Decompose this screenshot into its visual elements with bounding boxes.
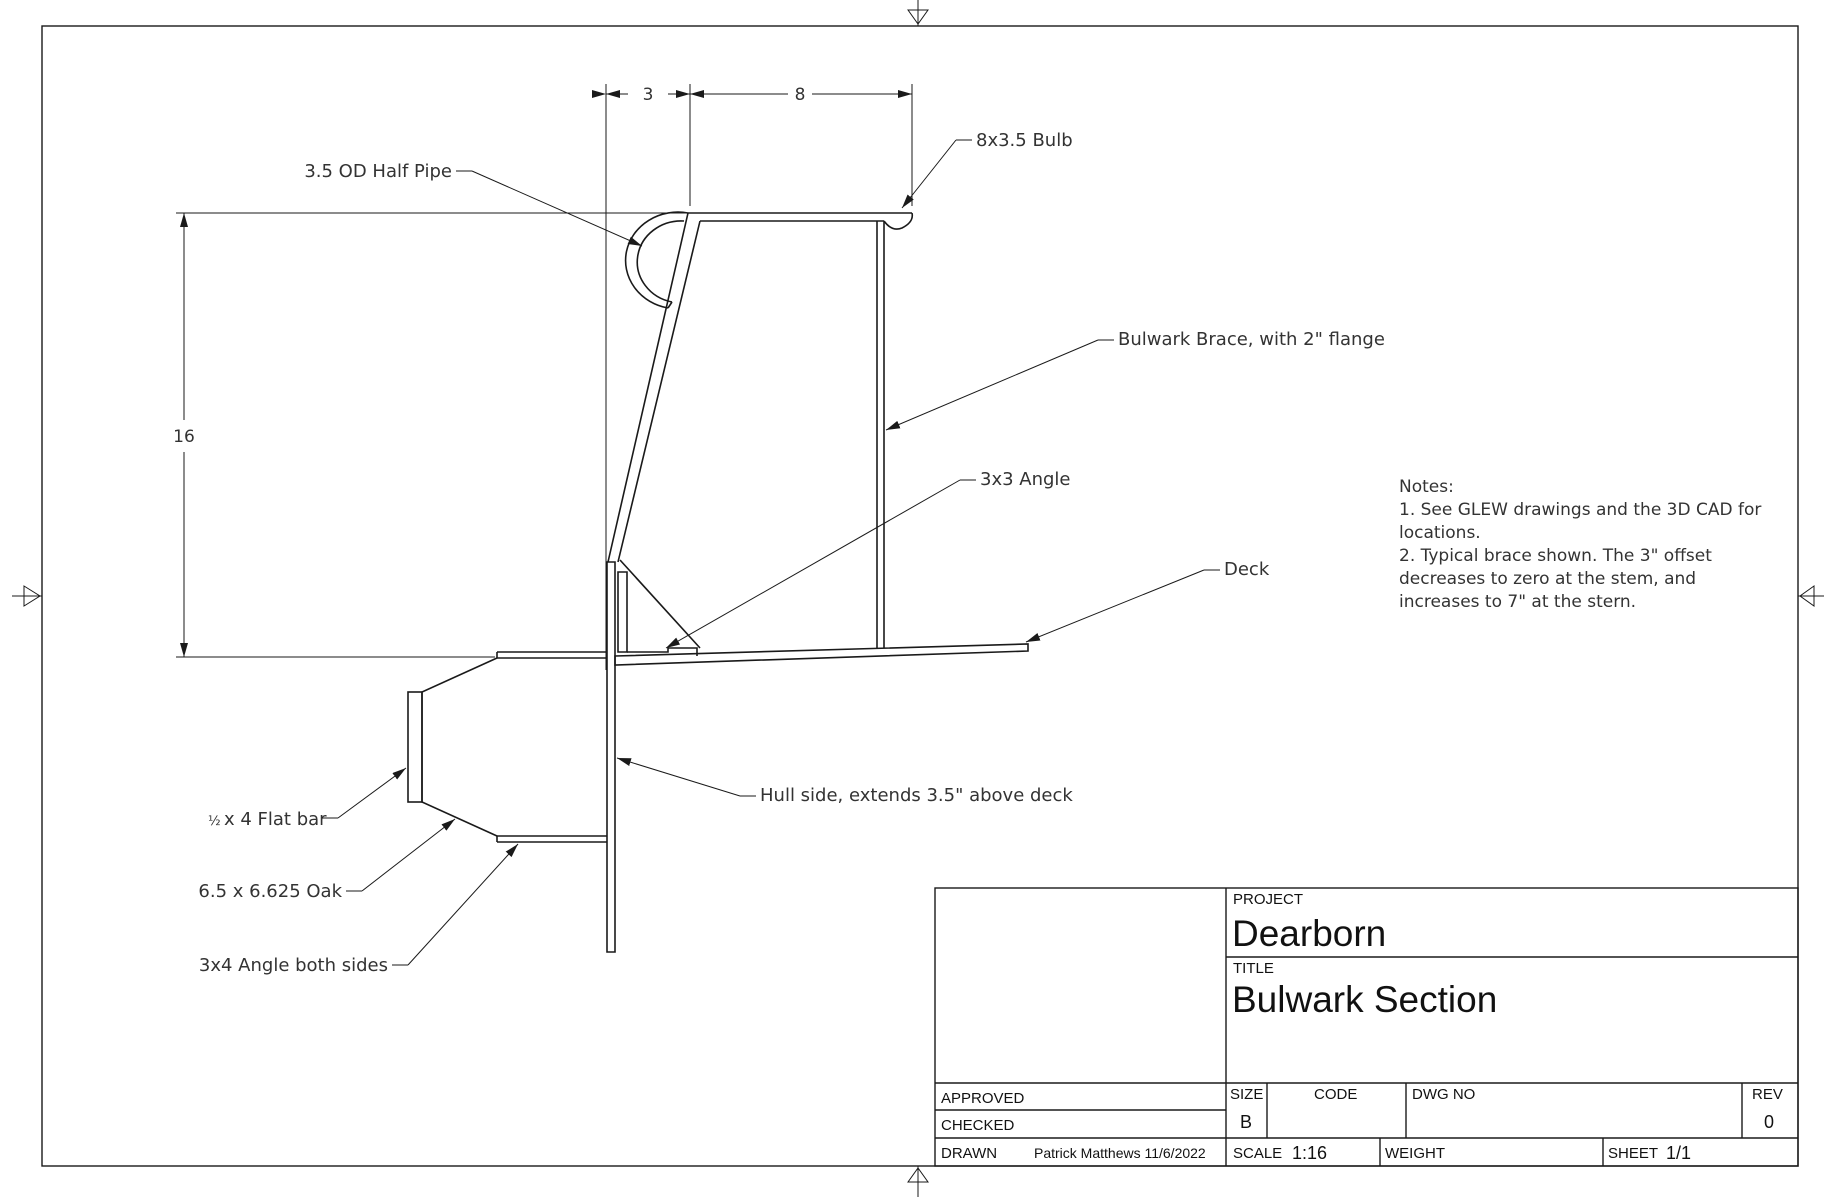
checked-label: CHECKED xyxy=(941,1117,1015,1134)
weight-label: WEIGHT xyxy=(1385,1145,1445,1162)
project-label: PROJECT xyxy=(1233,891,1303,908)
callout-brace: Bulwark Brace, with 2" flange xyxy=(1118,329,1385,350)
callout-angle-3x3: 3x3 Angle xyxy=(980,469,1071,490)
scale-value: 1:16 xyxy=(1292,1143,1327,1163)
callout-half-pipe: 3.5 OD Half Pipe xyxy=(304,161,452,182)
notes-line-4: decreases to zero at the stem, and xyxy=(1399,569,1696,589)
callout-oak: 6.5 x 6.625 Oak xyxy=(198,881,342,902)
callout-flat-bar: x 4 Flat bar xyxy=(224,809,327,830)
deck-plate xyxy=(614,643,1029,666)
angle-3x3-shape xyxy=(617,571,628,653)
notes-line-5: increases to 7" at the stern. xyxy=(1399,592,1636,612)
rev-value: 0 xyxy=(1764,1112,1774,1132)
title-block: PROJECT Dearborn TITLE Bulwark Section A… xyxy=(934,887,1799,1167)
scale-label: SCALE xyxy=(1233,1145,1282,1162)
approved-label: APPROVED xyxy=(941,1090,1025,1107)
dimensions: 3 8 16 xyxy=(173,84,913,670)
size-label: SIZE xyxy=(1230,1086,1263,1103)
drawing-title: Bulwark Section xyxy=(1232,979,1497,1020)
notes-heading: Notes: xyxy=(1399,477,1454,497)
dim-3: 3 xyxy=(643,85,654,105)
callout-angle-3x4: 3x4 Angle both sides xyxy=(199,955,388,976)
title-label: TITLE xyxy=(1233,960,1274,977)
rev-label: REV xyxy=(1752,1086,1783,1103)
dim-8: 8 xyxy=(795,85,806,105)
bulwark-plate xyxy=(607,212,689,563)
flat-bar-shape xyxy=(407,691,423,803)
notes: Notes: 1. See GLEW drawings and the 3D C… xyxy=(1399,477,1761,612)
code-label: CODE xyxy=(1314,1086,1357,1103)
callout-flat-bar-frac: ½ xyxy=(208,814,221,829)
drawn-by: Patrick Matthews 11/6/2022 xyxy=(1034,1145,1206,1161)
centering-marks xyxy=(12,0,1824,1197)
drawn-label: DRAWN xyxy=(941,1145,997,1162)
callout-deck: Deck xyxy=(1224,559,1270,580)
size-value: B xyxy=(1240,1112,1252,1132)
callout-hull-side: Hull side, extends 3.5" above deck xyxy=(760,785,1073,806)
dwg-no-label: DWG NO xyxy=(1412,1086,1475,1103)
sheet-value: 1/1 xyxy=(1666,1143,1691,1163)
half-pipe-shape xyxy=(624,211,689,309)
callout-bulb: 8x3.5 Bulb xyxy=(976,130,1073,151)
notes-line-2: locations. xyxy=(1399,523,1481,543)
dim-16: 16 xyxy=(173,427,195,447)
hull-side-plate xyxy=(606,561,616,953)
bulb-shape xyxy=(883,212,914,230)
notes-line-1: 1. See GLEW drawings and the 3D CAD for xyxy=(1399,500,1761,520)
sheet-label: SHEET xyxy=(1608,1145,1658,1162)
oak-block-shape xyxy=(421,657,498,837)
project-name: Dearborn xyxy=(1232,913,1386,954)
bulwark-section xyxy=(407,211,1029,953)
notes-line-3: 2. Typical brace shown. The 3" offset xyxy=(1399,546,1712,566)
callouts: 8x3.5 Bulb 3.5 OD Half Pipe Bulwark Brac… xyxy=(198,130,1385,976)
